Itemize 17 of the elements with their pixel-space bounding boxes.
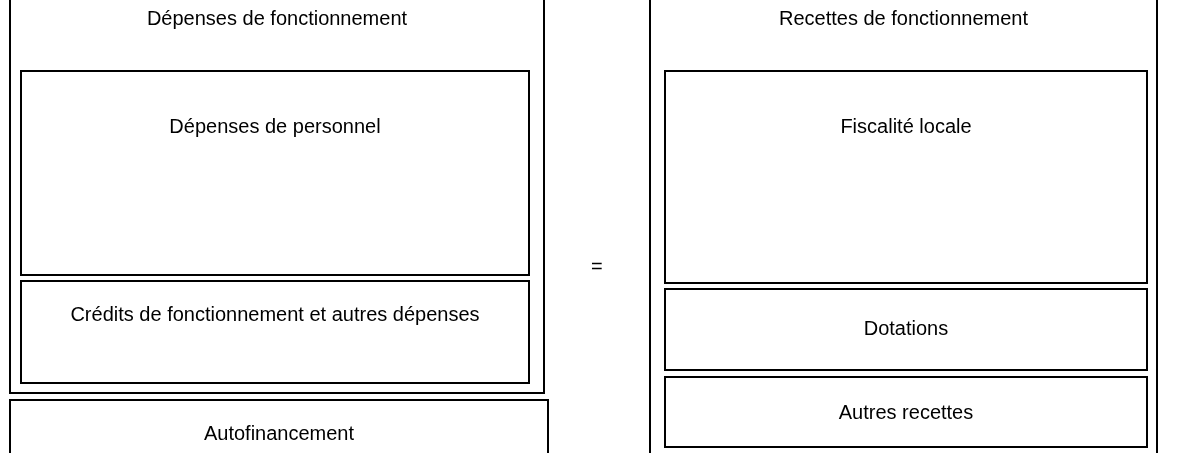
budget-panel <box>649 0 1158 453</box>
box-label: Crédits de fonctionnement et autres dépenses <box>69 302 481 327</box>
box-label: Fiscalité locale <box>839 114 973 139</box>
box-label: Dotations <box>862 316 950 341</box>
box-label: Dépenses de fonctionnement <box>145 6 409 31</box>
budget-item-box <box>664 70 1148 284</box>
budget-item-box <box>664 376 1148 448</box>
budget-item-box <box>664 288 1148 371</box>
box-label: Dépenses de personnel <box>168 114 382 139</box>
budget-item-box <box>9 399 549 453</box>
box-label: Recettes de fonctionnement <box>777 6 1029 31</box>
budget-panel <box>9 0 545 394</box>
equals-sign: = <box>591 255 603 278</box>
budget-item-box <box>20 70 530 276</box>
box-label: Autofinancement <box>202 421 356 446</box>
box-label: Autres recettes <box>837 400 975 425</box>
budget-item-box <box>20 280 530 384</box>
